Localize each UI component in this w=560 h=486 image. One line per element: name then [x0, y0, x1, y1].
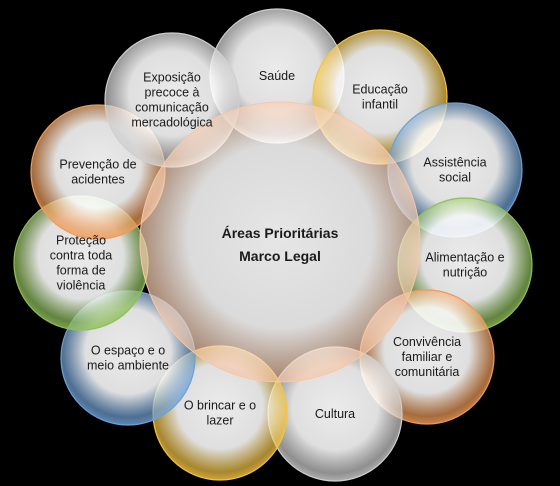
petal-label-protecao-violencia-line1: Proteção [56, 234, 106, 248]
center-circle [139, 101, 421, 383]
petal-label-educacao-infantil-line2: infantil [362, 98, 398, 112]
petal-label-assistencia-social-line1: Assistência [423, 156, 486, 170]
petal-label-exposicao-comunicacao-line3: comunicação [135, 101, 209, 115]
petal-label-espaco-meio-ambiente-line2: meio ambiente [87, 359, 169, 373]
petal-label-educacao-infantil-line1: Educação [352, 83, 408, 97]
petal-label-protecao-violencia-line2: contra toda [50, 249, 113, 263]
petal-label-prevencao-acidentes-line1: Prevenção de [59, 158, 136, 172]
petal-label-saude-line1: Saúde [259, 69, 295, 83]
petal-label-convivencia-line2: familiar e [402, 350, 453, 364]
center-title-line1: Áreas Prioritárias [222, 225, 339, 241]
petal-label-espaco-meio-ambiente-line1: O espaço e o [91, 344, 165, 358]
petal-label-exposicao-comunicacao-line1: Exposição [143, 71, 201, 85]
petal-label-brincar-lazer-line1: O brincar e o [184, 399, 256, 413]
petal-labels: SaúdeEducaçãoinfantilAssistênciasocialAl… [50, 69, 505, 428]
petal-label-assistencia-social-line2: social [439, 171, 471, 185]
center-circle-group: Áreas Prioritárias Marco Legal [139, 101, 421, 383]
petal-label-protecao-violencia-line4: violência [57, 279, 106, 293]
petal-label-convivencia-line1: Convivência [393, 335, 461, 349]
petal-label-cultura-line1: Cultura [315, 407, 355, 421]
petal-label-alimentacao-nutricao-line1: Alimentação e [425, 251, 504, 265]
petal-label-prevencao-acidentes-line2: acidentes [71, 173, 125, 187]
petal-label-protecao-violencia-line3: forma de [56, 264, 105, 278]
center-title-line2: Marco Legal [239, 248, 321, 264]
petal-label-exposicao-comunicacao-line4: mercadológica [131, 116, 212, 130]
petal-label-alimentacao-nutricao-line2: nutrição [443, 266, 488, 280]
petal-label-exposicao-comunicacao-line2: precoce à [145, 86, 200, 100]
petal-label-brincar-lazer-line2: lazer [206, 414, 233, 428]
petal-label-convivencia-line3: comunitária [395, 365, 460, 379]
